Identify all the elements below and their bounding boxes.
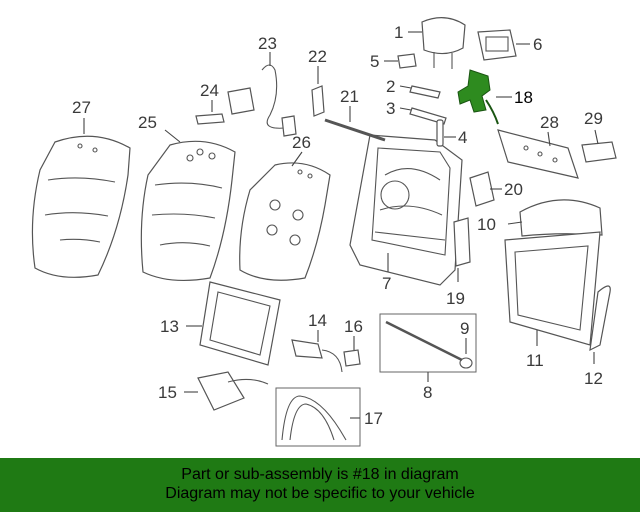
label-3: 3: [386, 99, 395, 118]
part-labels: 1 2 3 4 5 6 7 8 9 10 11 12 13 14 15 16 1…: [72, 23, 603, 428]
part-16-module: [343, 336, 361, 367]
part-17-cable-set-box: [275, 387, 361, 447]
info-banner: Part or sub-assembly is #18 in diagram D…: [0, 458, 640, 512]
label-27: 27: [72, 98, 91, 117]
label-19: 19: [446, 289, 465, 308]
label-6: 6: [533, 35, 542, 54]
part-13-heater-mat: [186, 281, 281, 366]
label-10: 10: [477, 215, 496, 234]
part-20-motor: [469, 171, 502, 207]
label-2: 2: [386, 77, 395, 96]
part-2-guide: [399, 85, 441, 99]
label-11: 11: [526, 351, 544, 370]
label-20: 20: [504, 180, 523, 199]
part-3-guide: [399, 107, 447, 125]
label-23: 23: [258, 34, 277, 53]
parts-diagram: 1 2 3 4 5 6 7 8 9 10 11 12 13 14 15 16 1…: [31, 17, 617, 447]
label-12: 12: [584, 369, 603, 388]
label-8: 8: [423, 383, 432, 402]
label-29: 29: [584, 109, 603, 128]
part-19-bracket: [453, 217, 471, 282]
label-16: 16: [344, 317, 363, 336]
banner-line-1: Part or sub-assembly is #18 in diagram: [181, 466, 459, 483]
part-14-sensor: [291, 330, 343, 373]
part-12-side-trim: [589, 285, 611, 364]
part-1-headrest: [408, 17, 466, 69]
label-7: 7: [382, 274, 391, 293]
part-10-back-panel: [507, 199, 603, 237]
label-26: 26: [292, 133, 311, 152]
part-18-wiring-harness: [457, 69, 512, 125]
part-21-rod: [324, 106, 386, 142]
part-5-clip: [384, 53, 417, 69]
label-18: 18: [514, 88, 533, 107]
label-22: 22: [308, 47, 327, 66]
part-4-pin: [436, 119, 456, 147]
part-28-trim-strip: [497, 129, 579, 179]
part-23-cable: [261, 52, 297, 137]
part-6-headrest-trim: [477, 29, 530, 61]
part-15-motor-assembly: [184, 371, 269, 411]
banner-line-2: Diagram may not be specific to your vehi…: [165, 485, 475, 502]
label-24: 24: [200, 81, 219, 100]
label-14: 14: [308, 311, 327, 330]
label-1: 1: [394, 23, 403, 42]
label-13: 13: [160, 317, 179, 336]
label-21: 21: [340, 87, 359, 106]
part-27-seat-back-cover: [31, 118, 131, 278]
label-25: 25: [138, 113, 157, 132]
part-29-connector: [581, 129, 617, 163]
part-22-lever: [311, 66, 325, 117]
label-17: 17: [364, 409, 383, 428]
part-25-seat-back-pad: [140, 129, 236, 282]
label-5: 5: [370, 52, 379, 71]
part-8-rod-kit-box: [379, 313, 477, 382]
label-28: 28: [540, 113, 559, 132]
label-15: 15: [158, 383, 177, 402]
part-7-seat-back-frame: [349, 134, 463, 286]
part-11-seat-back-panel: [504, 231, 601, 346]
label-4: 4: [458, 128, 467, 147]
part-24-actuator: [195, 87, 255, 125]
label-9: 9: [460, 319, 469, 338]
part-26-seat-back-heater: [239, 151, 331, 281]
